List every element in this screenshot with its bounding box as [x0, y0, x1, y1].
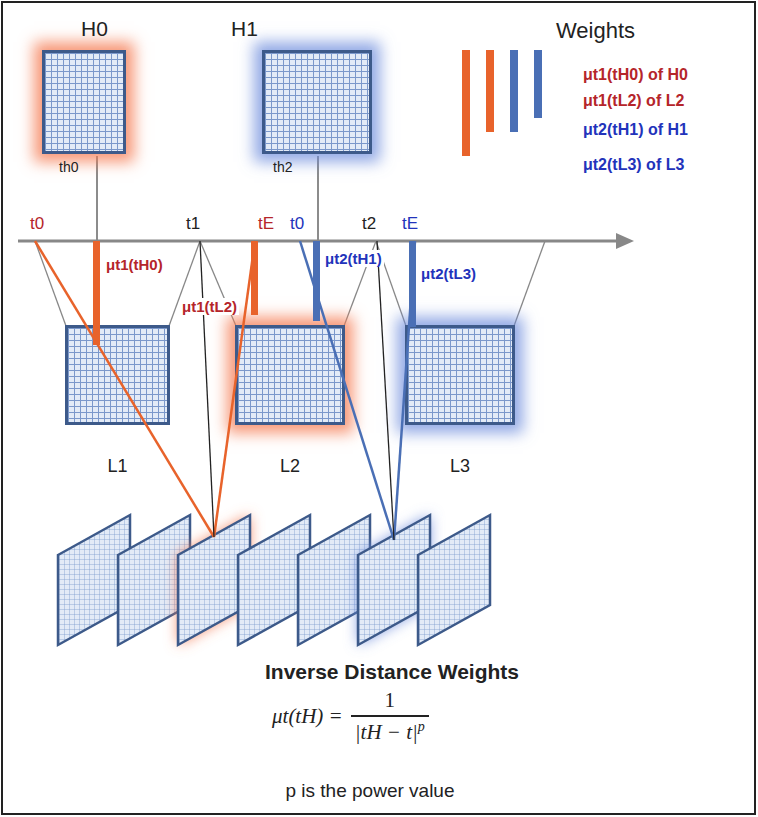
formula: μt(tH) =1|tH − t|p	[272, 688, 429, 745]
time-tick: tE	[258, 214, 274, 234]
legend-text: μt2(tL3) of L3	[583, 156, 684, 174]
weight-bars	[93, 241, 416, 345]
legend-text: μt1(tH0) of H0	[583, 66, 688, 84]
box-title: H1	[231, 17, 258, 41]
grid-image-box: L3	[405, 325, 515, 425]
leader-line	[317, 156, 319, 241]
box-title: H0	[81, 17, 108, 41]
time-tick: t0	[290, 214, 304, 234]
time-tick: t2	[362, 214, 376, 234]
formula-numerator: 1	[385, 688, 396, 715]
time-label: th2	[273, 159, 292, 175]
box-title: L1	[68, 456, 167, 477]
formula-lhs: μt(tH) =	[272, 704, 343, 729]
grid-image-box: H0th0	[42, 50, 126, 154]
legend-text: μt2(tH1) of H1	[583, 121, 688, 139]
window-lines	[35, 241, 545, 326]
formula-note: p is the power value	[286, 780, 455, 802]
box-title: L3	[408, 456, 512, 477]
formula-exponent: p	[418, 719, 425, 734]
weight-label: μt1(tH0)	[104, 256, 165, 273]
legend-swatch	[486, 50, 494, 132]
legend-swatch	[462, 50, 470, 156]
formula-denominator: |tH − t|p	[351, 715, 429, 745]
legend-title: Weights	[556, 18, 635, 43]
legend-swatch	[510, 50, 518, 132]
formula-fraction: 1|tH − t|p	[351, 688, 429, 745]
leader-line	[96, 156, 98, 241]
box-title: L2	[238, 456, 342, 477]
time-tick: t0	[30, 214, 44, 234]
caption: Inverse Distance Weights	[265, 660, 519, 684]
time-tick: t1	[186, 214, 200, 234]
legend-text: μt1(tL2) of L2	[583, 92, 684, 110]
grid-image-box: H1th2	[262, 50, 372, 154]
grid-image-box: L2	[235, 325, 345, 425]
weight-label: μt2(tL3)	[419, 265, 478, 282]
time-tick: tE	[402, 214, 418, 234]
image-frames	[58, 515, 490, 645]
grid-image-box: L1	[65, 325, 170, 425]
legend-swatch	[534, 50, 542, 118]
formula-denominator-term: |tH − t|	[355, 720, 418, 744]
interpolation-lines	[35, 241, 415, 540]
timeline-arrowhead	[616, 233, 634, 249]
weight-label: μt1(tL2)	[180, 298, 239, 315]
time-label: th0	[59, 159, 78, 175]
weight-label: μt2(tH1)	[323, 250, 384, 267]
